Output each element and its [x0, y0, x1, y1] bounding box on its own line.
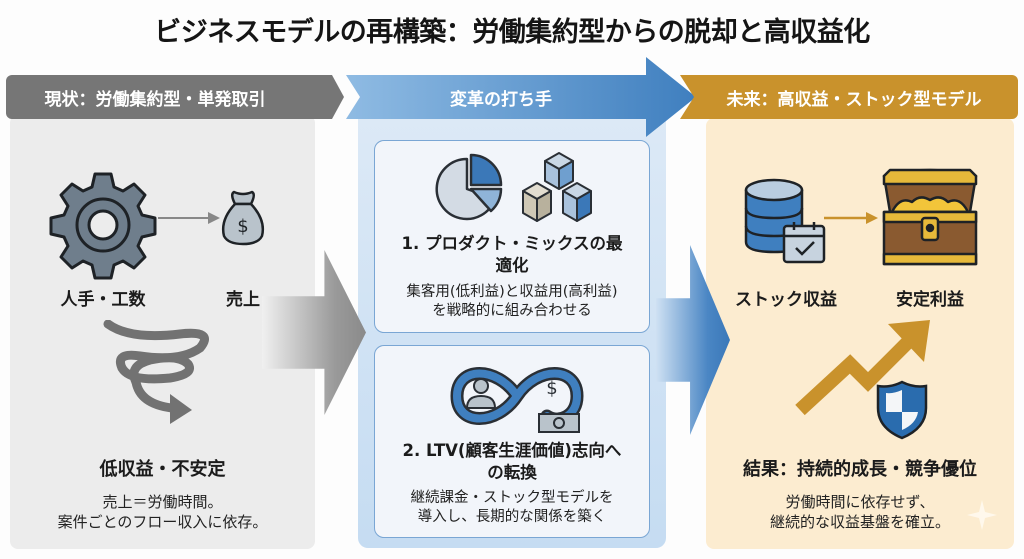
user-icon — [465, 378, 497, 409]
output-label-sales: 売上 — [226, 290, 260, 310]
boxes-icon — [522, 152, 592, 222]
strategy-card-ltv: $ 2. LTV(顧客生涯価値)志向へ の転換 継続課金・ストック型モデルを 導… — [374, 345, 650, 538]
future-description: 労働時間に依存せず、 継続的な収益基盤を確立。 — [706, 492, 1014, 532]
current-description-line: 案件ごとのフロー収入に依存。 — [57, 513, 268, 531]
growth-arrow-icon — [795, 320, 930, 416]
card-description-line: 導入し、長期的な関係を築く — [417, 509, 607, 525]
dollar-icon: $ — [546, 378, 557, 399]
current-description-line: 売上＝労働時間。 — [102, 493, 223, 511]
spiral-arrow-icon — [103, 320, 209, 424]
card-description-line: を戦略的に組み合わせる — [432, 303, 592, 319]
input-label-labor: 人手・工数 — [60, 290, 146, 310]
money-bag-icon: $ — [221, 190, 265, 246]
page-title: ビジネスモデルの再構築：労働集約型からの脱却と高収益化 — [154, 17, 870, 48]
future-state-header-label: 未来：高収益・ストック型モデル — [726, 89, 982, 110]
card-description-line: 継続課金・ストック型モデルを — [410, 490, 614, 506]
future-description-line: 労働時間に依存せず、 — [785, 493, 935, 511]
shield-icon — [876, 380, 928, 440]
card-description: 集客用(低利益)と収益用(高利益) を戦略的に組み合わせる — [375, 283, 649, 321]
strategy-header-label: 変革の打ち手 — [450, 89, 552, 110]
arrow-stock-to-profit — [824, 212, 878, 224]
database-calendar-icon — [744, 178, 826, 264]
card-title: 1. プロダクト・ミックスの最 適化 — [375, 233, 649, 277]
input-label-stock: ストック収益 — [735, 290, 837, 310]
treasure-chest-icon — [882, 168, 978, 266]
card-title: 2. LTV(顧客生涯価値)志向へ の転換 — [375, 440, 649, 484]
card-title-line: 適化 — [495, 256, 529, 275]
card-title-line: の転換 — [487, 463, 537, 482]
output-label-profit: 安定利益 — [896, 290, 964, 310]
future-result-title: 結果：持続的成長・競争優位 — [743, 459, 977, 480]
infinity-loop-icon: $ — [450, 367, 584, 433]
current-state-header-label: 現状：労働集約型・単発取引 — [44, 89, 266, 110]
banknote-icon — [538, 413, 580, 433]
current-result-title: 低収益・不安定 — [99, 459, 226, 480]
strategy-card-product-mix: 1. プロダクト・ミックスの最 適化 集客用(低利益)と収益用(高利益) を戦略… — [374, 140, 650, 333]
card-title-line: 1. プロダクト・ミックスの最 — [401, 234, 623, 253]
arrow-gear-to-bag — [158, 212, 220, 224]
future-state-header: 未来：高収益・ストック型モデル — [680, 75, 1018, 119]
svg-text:$: $ — [237, 216, 248, 237]
gear-icon — [49, 172, 157, 280]
future-description-line: 継続的な収益基盤を確立。 — [769, 513, 950, 531]
card-title-line: 2. LTV(顧客生涯価値)志向へ — [402, 441, 622, 460]
card-description: 継続課金・ストック型モデルを 導入し、長期的な関係を築く — [375, 489, 649, 527]
card-description-line: 集客用(低利益)と収益用(高利益) — [406, 284, 618, 300]
current-state-header: 現状：労働集約型・単発取引 — [6, 75, 344, 119]
current-description: 売上＝労働時間。 案件ごとのフロー収入に依存。 — [10, 492, 315, 532]
pie-chart-icon — [435, 153, 503, 221]
